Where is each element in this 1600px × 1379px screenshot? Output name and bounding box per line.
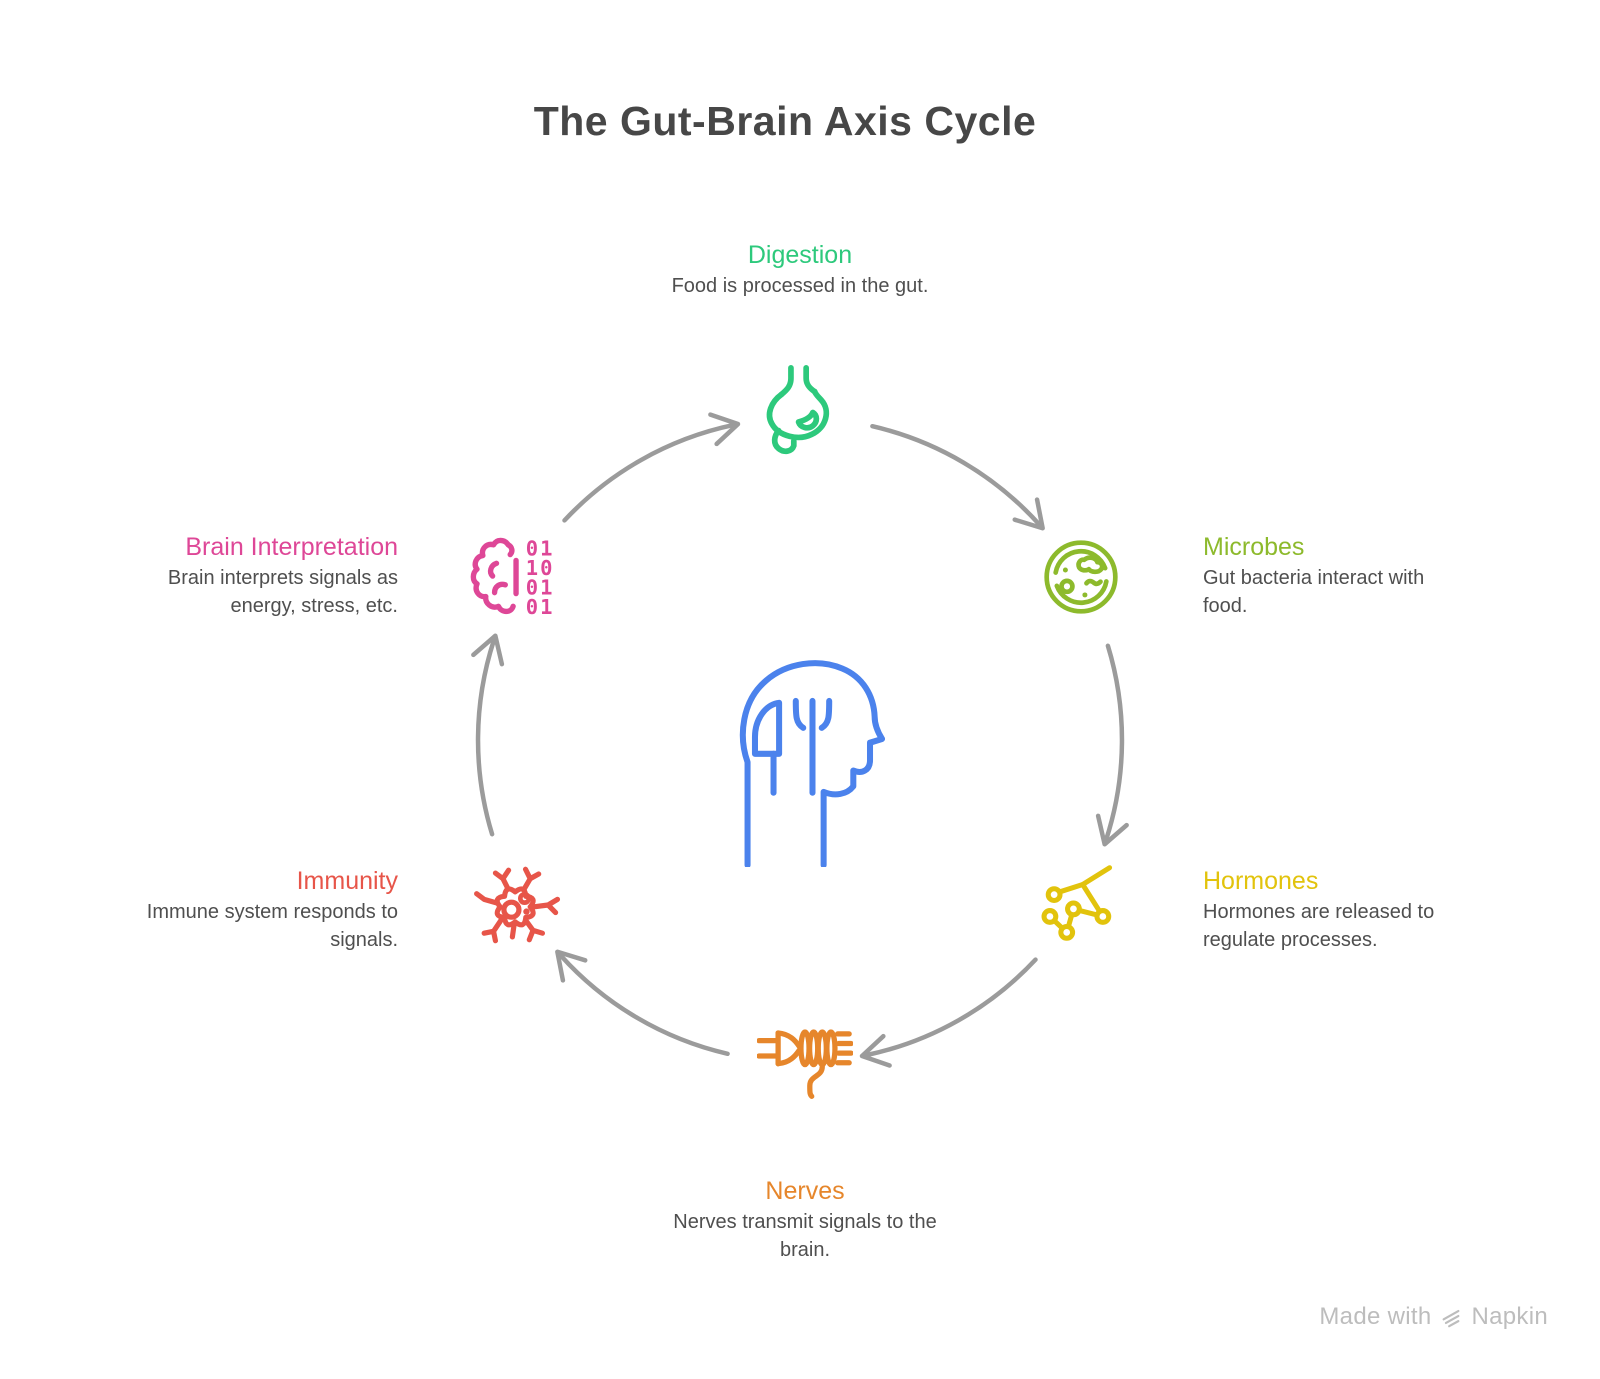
node-description-hormones: Hormones are released to regulate proces… [1203,901,1435,951]
binary-row-3: 01 [526,576,555,600]
node-microbes: Microbes Gut bacteria interact with food… [1203,532,1458,620]
node-hormones: Hormones Hormones are released to regula… [1203,866,1458,954]
node-title-digestion: Digestion [747,241,853,269]
node-immunity: Immunity Immune system responds to signa… [98,866,398,954]
nerve-ending-icon [757,1029,853,1099]
diagram-title: The Gut-Brain Axis Cycle [533,98,1037,144]
arrow-digestion-to-microbes [870,423,1045,531]
watermark-brand: Napkin [1471,1303,1548,1330]
arrow-hormones-to-nerves [859,957,1038,1068]
binary-row-4: 01 [526,595,555,619]
stomach-icon [766,365,830,455]
molecule-icon [1041,865,1113,941]
node-title-hormones: Hormones [1203,867,1319,895]
node-title-brain-interpretation: Brain Interpretation [185,533,398,561]
node-title-nerves: Nerves [765,1177,845,1205]
node-nerves: Nerves Nerves transmit signals to the br… [655,1176,955,1264]
node-description-digestion: Food is processed in the gut. [671,275,929,297]
napkin-logo-icon [1443,1309,1460,1328]
binary-row-2: 10 [526,556,555,580]
petri-dish-icon [1044,540,1118,614]
knife-shape [751,699,783,757]
arrow-immunity-to-brain [471,633,505,837]
binary-row-1: 01 [526,537,555,561]
node-description-brain-interpretation: Brain interprets signals as energy, stre… [167,567,398,617]
node-description-immunity: Immune system responds to signals. [146,901,398,951]
head-profile-outline [739,660,885,867]
node-title-immunity: Immunity [296,867,398,895]
brain-binary-icon: 01 10 01 01 [470,537,555,619]
arrow-brain-to-digestion [562,412,741,523]
fork-right-tine [818,697,833,731]
watermark-text: Made with [1319,1303,1432,1330]
arrow-nerves-to-immunity [555,949,730,1057]
node-title-microbes: Microbes [1203,533,1305,561]
node-description-microbes: Gut bacteria interact with food. [1203,567,1425,617]
node-brain-interpretation: Brain Interpretation Brain interprets si… [98,532,398,620]
head-cutlery-icon [739,660,885,867]
arrow-microbes-to-hormones [1095,643,1129,847]
node-description-nerves: Nerves transmit signals to the brain. [673,1211,937,1261]
watermark: Made with Napkin [1319,1303,1548,1331]
fork-left-tine [792,697,807,731]
immune-cell-icon [474,866,561,944]
node-digestion: Digestion Food is processed in the gut. [550,240,1050,300]
